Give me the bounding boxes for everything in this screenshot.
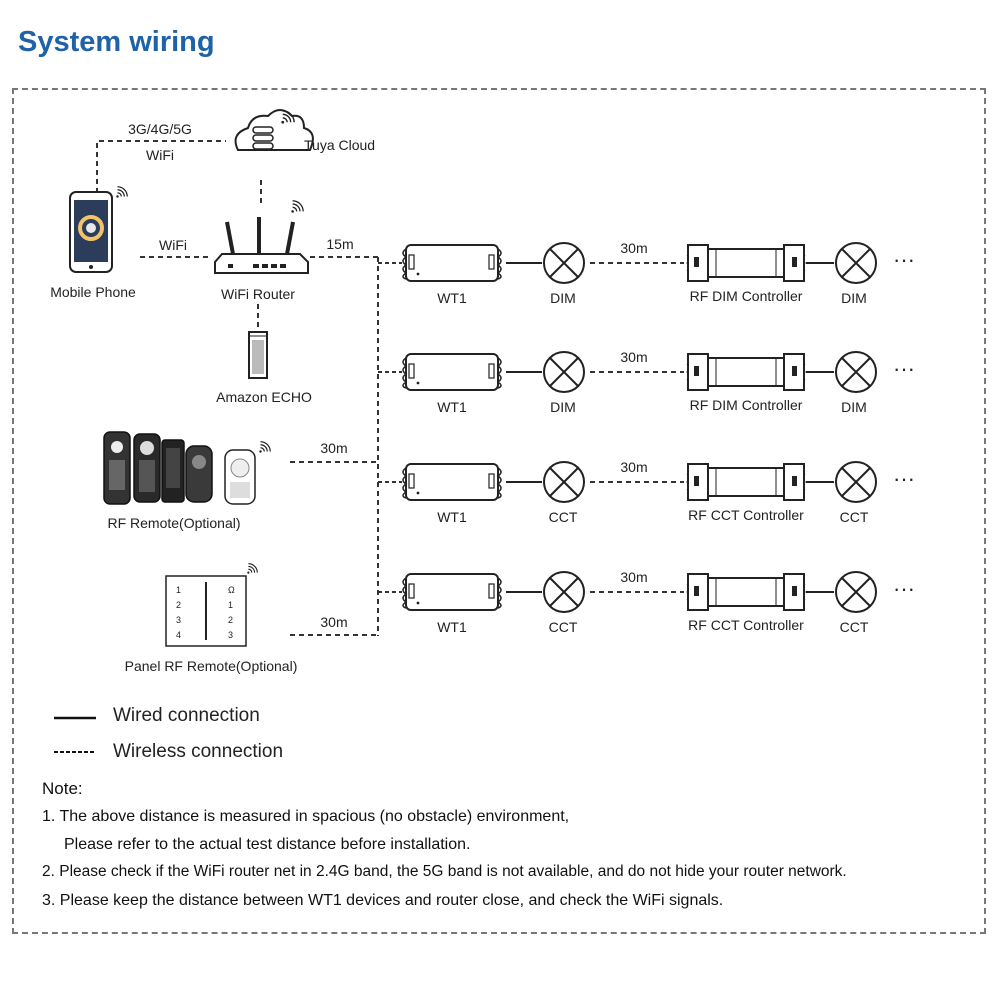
panel-key: 2 (176, 600, 181, 610)
note-heading: Note: (42, 779, 83, 798)
lamp-icon (543, 351, 585, 393)
mobile-phone-icon (69, 191, 113, 273)
lamp-icon (835, 242, 877, 284)
router-label: WiFi Router (221, 286, 295, 302)
cloud-icon (234, 109, 314, 151)
more-ellipsis: ··· (893, 247, 915, 272)
panel-signal-icon (247, 563, 258, 574)
phone-signal-icon (116, 186, 128, 198)
distance-label: 30m (620, 240, 647, 256)
rf-controller-icon (686, 573, 806, 611)
distance-label: 30m (620, 569, 647, 585)
lamp-label: DIM (550, 290, 576, 306)
phone-label: Mobile Phone (50, 284, 136, 300)
more-ellipsis: ··· (893, 576, 915, 601)
lamp-icon (835, 351, 877, 393)
echo-label: Amazon ECHO (216, 389, 312, 405)
wt1-device-icon (402, 573, 502, 611)
distance-label: 30m (620, 349, 647, 365)
remote-label: RF Remote(Optional) (107, 515, 240, 531)
lamp-icon (543, 242, 585, 284)
panel-key: 2 (228, 615, 233, 625)
controller-label: RF DIM Controller (690, 288, 803, 304)
wt1-device-icon (402, 353, 502, 391)
more-ellipsis: ··· (893, 356, 915, 381)
legend-wired-label: Wired connection (113, 705, 260, 726)
wt1-label: WT1 (437, 399, 467, 415)
phone-wifi-label: WiFi (159, 237, 187, 253)
cloud-wifi-label: WiFi (146, 147, 174, 163)
legend-wireless-label: Wireless connection (113, 741, 284, 762)
wt1-label: WT1 (437, 290, 467, 306)
note-line: Please refer to the actual test distance… (64, 836, 471, 853)
controller-label: RF CCT Controller (688, 507, 804, 523)
rf-controller-icon (686, 463, 806, 501)
wifi-router-icon (214, 217, 309, 274)
panel-key: 3 (176, 615, 181, 625)
remote-distance-label: 30m (320, 440, 347, 456)
panel-distance-label: 30m (320, 614, 347, 630)
lamp-label: DIM (841, 290, 867, 306)
lamp-label: CCT (840, 619, 869, 635)
wt1-device-icon (402, 463, 502, 501)
lamp-icon (543, 571, 585, 613)
panel-key: 1 (176, 585, 181, 595)
note-line: 2. Please check if the WiFi router net i… (42, 863, 847, 880)
panel-key: 3 (228, 630, 233, 640)
wt1-label: WT1 (437, 509, 467, 525)
panel-remote-icon (165, 575, 247, 647)
cloud-label: Tuya Cloud (304, 137, 375, 153)
amazon-echo-icon (248, 331, 268, 379)
panel-key: 4 (176, 630, 181, 640)
controller-label: RF CCT Controller (688, 617, 804, 633)
panel-key: 1 (228, 600, 233, 610)
note-line: 1. The above distance is measured in spa… (42, 808, 570, 825)
router-signal-icon (291, 200, 304, 213)
rf-remote-icon (103, 431, 256, 505)
rf-controller-icon (686, 353, 806, 391)
diagram-frame (12, 88, 986, 934)
cellular-label: 3G/4G/5G (128, 121, 192, 137)
lamp-label: DIM (841, 399, 867, 415)
wt1-label: WT1 (437, 619, 467, 635)
panel-key: Ω (228, 585, 235, 595)
more-ellipsis: ··· (893, 466, 915, 491)
lamp-icon (543, 461, 585, 503)
router-distance-label: 15m (326, 236, 353, 252)
note-line: 3. Please keep the distance between WT1 … (42, 892, 724, 909)
wt1-device-icon (402, 244, 502, 282)
lamp-label: CCT (549, 509, 578, 525)
lamp-label: DIM (550, 399, 576, 415)
remote-signal-icon (259, 441, 271, 453)
distance-label: 30m (620, 459, 647, 475)
lamp-icon (835, 461, 877, 503)
panel-label: Panel RF Remote(Optional) (125, 658, 298, 674)
lamp-label: CCT (840, 509, 869, 525)
controller-label: RF DIM Controller (690, 397, 803, 413)
lamp-label: CCT (549, 619, 578, 635)
page-title: System wiring (18, 26, 215, 58)
rf-controller-icon (686, 244, 806, 282)
lamp-icon (835, 571, 877, 613)
